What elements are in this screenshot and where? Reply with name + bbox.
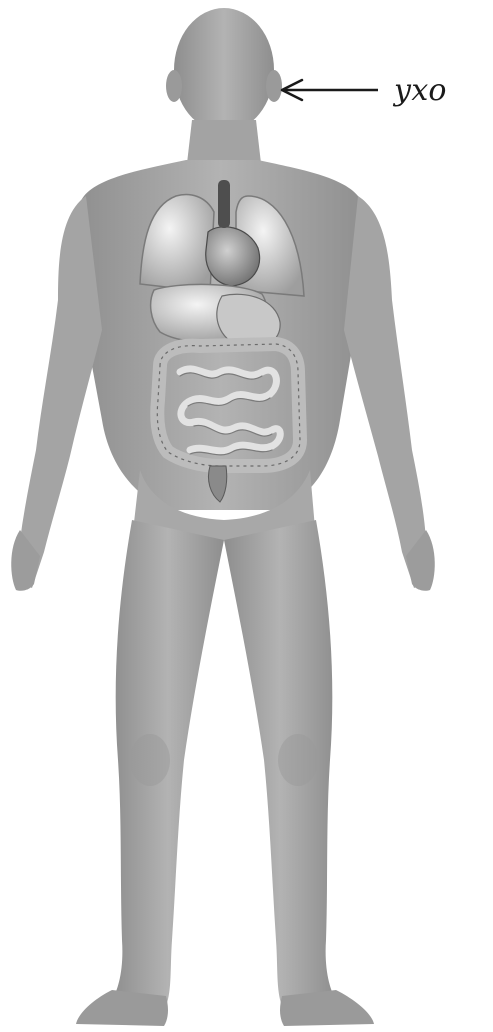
left-knee [130,734,170,786]
body-silhouette [11,8,435,1026]
trachea [218,180,230,228]
left-ear [166,70,182,102]
left-foot [76,990,168,1026]
left-arm [14,196,102,588]
right-knee [278,734,318,786]
ear-annotation: ухо [282,73,446,108]
ear-label: ухо [392,73,446,108]
right-foot [280,990,374,1026]
right-ear [266,70,282,102]
head [174,8,274,132]
right-arm [344,196,432,588]
